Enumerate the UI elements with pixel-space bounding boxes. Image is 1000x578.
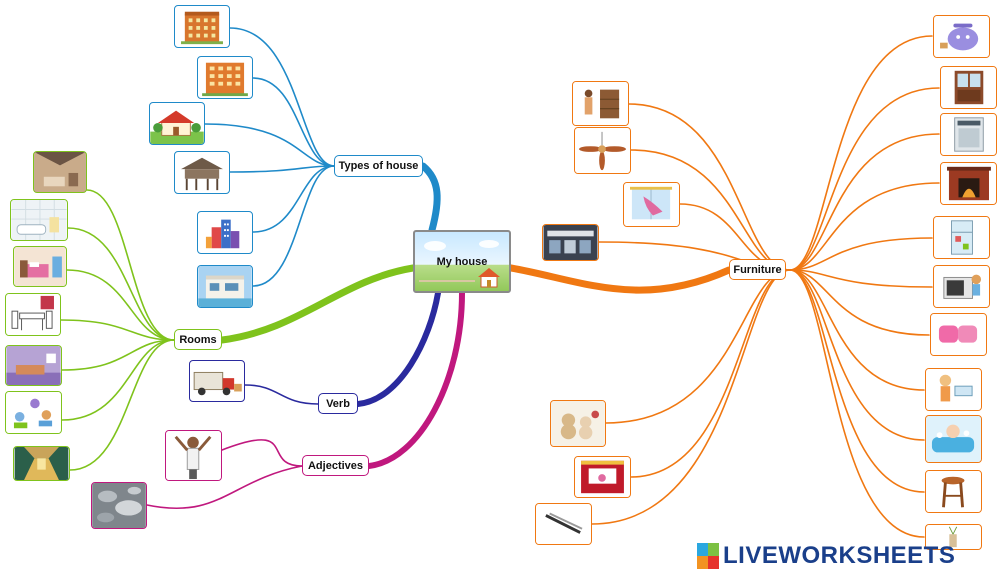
bookshelf-picture[interactable] xyxy=(572,81,629,126)
furniture-trunk xyxy=(507,264,733,294)
vase-picture[interactable] xyxy=(925,524,982,550)
rooms-link xyxy=(67,227,175,341)
furniture-link xyxy=(789,269,933,288)
bedroom-picture[interactable] xyxy=(13,246,67,287)
verb-node[interactable]: Verb xyxy=(318,393,358,414)
types-of-house-node[interactable]: Types of house xyxy=(334,155,423,177)
shop-interior-picture[interactable] xyxy=(542,224,599,261)
furniture-link xyxy=(630,269,791,478)
adjectives-link xyxy=(146,465,303,510)
stool-picture[interactable] xyxy=(925,470,982,513)
types-of-house-link xyxy=(252,165,335,287)
apartment-block-picture[interactable] xyxy=(197,56,253,99)
furniture-link xyxy=(789,269,925,391)
liveworksheets-logo: LIVEWORKSHEETS xyxy=(697,542,955,570)
furniture-link xyxy=(591,269,791,525)
modern-villa-picture[interactable] xyxy=(197,265,253,308)
types-of-house-link xyxy=(229,27,335,167)
cooking-pot-picture[interactable] xyxy=(933,15,990,58)
ceiling-fan-picture[interactable] xyxy=(574,127,631,174)
pillows-picture[interactable] xyxy=(930,313,987,356)
types-of-house-link xyxy=(204,123,335,167)
liveworksheets-badge-icon xyxy=(697,543,719,569)
furniture-link xyxy=(789,269,925,493)
rooms-link xyxy=(61,339,175,371)
rooms-link xyxy=(66,269,175,341)
rooms-node[interactable]: Rooms xyxy=(174,329,222,350)
girl-washing-picture[interactable] xyxy=(925,368,982,411)
fridge-picture[interactable] xyxy=(933,216,990,259)
attic-picture[interactable] xyxy=(33,151,87,193)
moving-truck-picture[interactable] xyxy=(189,360,245,402)
verb-link xyxy=(244,384,319,405)
hallway-picture[interactable] xyxy=(13,446,70,481)
woman-stretching-picture[interactable] xyxy=(165,430,222,481)
dishwasher-picture[interactable] xyxy=(940,113,997,156)
rocky-floor-picture[interactable] xyxy=(91,482,147,529)
house-scene-icon xyxy=(419,240,500,288)
microwave-picture[interactable] xyxy=(933,265,990,308)
adjectives-node[interactable]: Adjectives xyxy=(302,455,369,476)
furniture-link xyxy=(789,87,940,271)
furniture-link xyxy=(789,133,940,271)
brush-picture[interactable] xyxy=(535,503,592,545)
rooms-link xyxy=(60,319,175,341)
furniture-link xyxy=(789,269,930,336)
city-buildings-picture[interactable] xyxy=(197,211,253,254)
living-room-picture[interactable] xyxy=(5,345,62,386)
types-of-house-link xyxy=(252,165,335,233)
adjectives-link xyxy=(221,439,303,467)
furniture-link xyxy=(789,35,933,271)
puppet-theater-picture[interactable] xyxy=(574,456,631,498)
furniture-link xyxy=(789,237,933,271)
dining-room-picture[interactable] xyxy=(5,293,61,336)
center-label: My house xyxy=(436,256,488,268)
furniture-link xyxy=(789,269,925,441)
apartment-building-picture[interactable] xyxy=(174,5,230,48)
liveworksheets-wordmark: LIVEWORKSHEETS xyxy=(723,542,956,569)
center-node[interactable]: My house xyxy=(413,230,511,293)
rooms-link xyxy=(69,339,175,471)
types-of-house-link xyxy=(229,165,335,173)
types-of-house-link xyxy=(252,77,335,167)
rooms-link xyxy=(61,339,175,421)
furniture-link xyxy=(789,269,925,538)
types-of-house-trunk xyxy=(419,162,441,234)
furniture-node[interactable]: Furniture xyxy=(729,259,786,280)
cottage-picture[interactable] xyxy=(149,102,205,145)
stilt-house-picture[interactable] xyxy=(174,151,230,194)
verb-trunk xyxy=(355,290,441,407)
bathroom-picture[interactable] xyxy=(10,199,68,241)
teddy-bears-picture[interactable] xyxy=(550,400,606,447)
adjectives-trunk xyxy=(366,290,465,469)
window-curtain-picture[interactable] xyxy=(623,182,680,227)
bathtub-picture[interactable] xyxy=(925,415,982,463)
furniture-link xyxy=(789,182,940,271)
fireplace-picture[interactable] xyxy=(940,162,997,205)
cupboard-picture[interactable] xyxy=(940,66,997,109)
classroom-picture[interactable] xyxy=(5,391,62,434)
rooms-link xyxy=(86,189,175,341)
rooms-trunk xyxy=(218,264,417,344)
